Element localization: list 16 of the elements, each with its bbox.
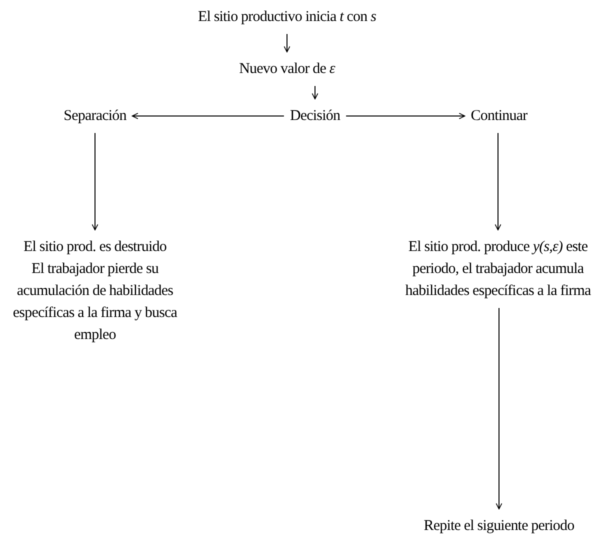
- step-text: El sitio prod. es destruido: [22, 238, 168, 257]
- step-text: Continuar: [449, 105, 549, 127]
- step-text: Decisión: [270, 105, 360, 127]
- arrow: [346, 112, 466, 120]
- arrow: [132, 112, 284, 120]
- arrow: [496, 308, 502, 510]
- step-text: El sitio productivo inicia t con s: [187, 6, 387, 28]
- step-text: Nuevo valor de ε: [227, 58, 347, 80]
- arrow: [284, 34, 290, 52]
- step-text: El sitio prod. produce y(s,ε) este periodo, el trabajador acumula habilidades específicas a la firma: [404, 236, 592, 302]
- step-text: El trabajador pierde su acumulación de habilidades específicas a la firma y busca empleo: [12, 260, 178, 345]
- arrow: [494, 132, 502, 230]
- step-text: Separación: [45, 105, 145, 127]
- arrow: [92, 132, 98, 230]
- arrow: [312, 86, 318, 100]
- step-text: Repite el siguiente periodo: [414, 515, 584, 537]
